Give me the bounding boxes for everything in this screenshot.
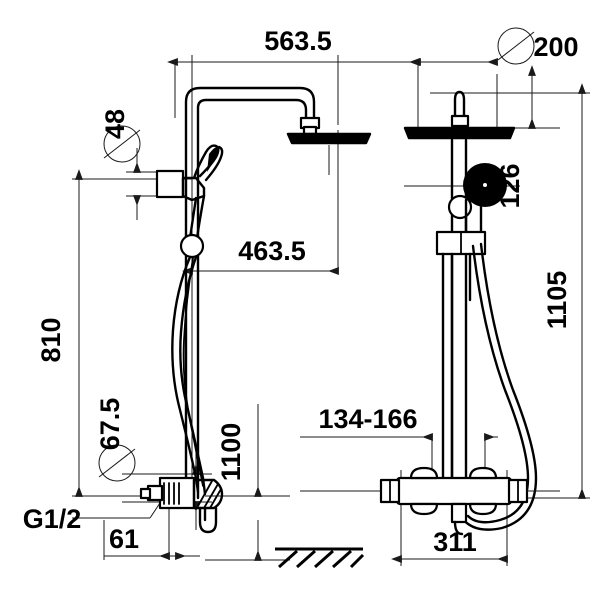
dim-label-810: 810 (36, 317, 66, 362)
floor-hatching (275, 547, 365, 569)
dimension-lines (72, 58, 586, 563)
dim-label-200: 200 (533, 32, 578, 62)
shower-arm-joint (299, 116, 321, 130)
slide-bar-slider-side (447, 194, 473, 220)
front-view-product (139, 86, 372, 534)
hose-outlet-stub-side (450, 502, 468, 524)
dim-label-463-5: 463.5 (238, 236, 306, 266)
dim-label-67-5: 67.5 (95, 398, 125, 451)
diameter-symbol-200-icon (497, 27, 535, 65)
dim-label-563-5: 563.5 (264, 26, 332, 56)
dim-label-134-166: 134-166 (318, 404, 417, 434)
diameter-symbol-48-icon (103, 125, 141, 163)
dim-label-1100: 1100 (216, 423, 246, 482)
diameter-symbol-67-5-icon (98, 444, 136, 482)
overhead-shower-head-side (405, 128, 514, 138)
slide-bar-slider (179, 233, 205, 259)
slide-bar-upper-bracket (155, 169, 185, 199)
dimension-texts: 563.5 48 200 126 463.5 1105 810 67.5 110… (23, 26, 579, 557)
thermostatic-mixer-body (395, 476, 513, 506)
diameter-symbols (98, 27, 535, 482)
flexible-hose-side (466, 244, 530, 524)
side-view-product (300, 90, 560, 536)
dim-label-1105: 1105 (542, 271, 572, 330)
dim-label-48: 48 (100, 109, 130, 139)
dim-label-61: 61 (109, 524, 139, 554)
dim-label-126: 126 (495, 163, 525, 208)
mixer-body-front (158, 476, 196, 510)
side-top-spindle (453, 90, 466, 140)
dim-label-g12: G1/2 (23, 504, 82, 534)
mixer-lever-hatching (197, 480, 222, 509)
overhead-shower-head-front (288, 134, 370, 143)
dim-label-311: 311 (433, 527, 477, 557)
